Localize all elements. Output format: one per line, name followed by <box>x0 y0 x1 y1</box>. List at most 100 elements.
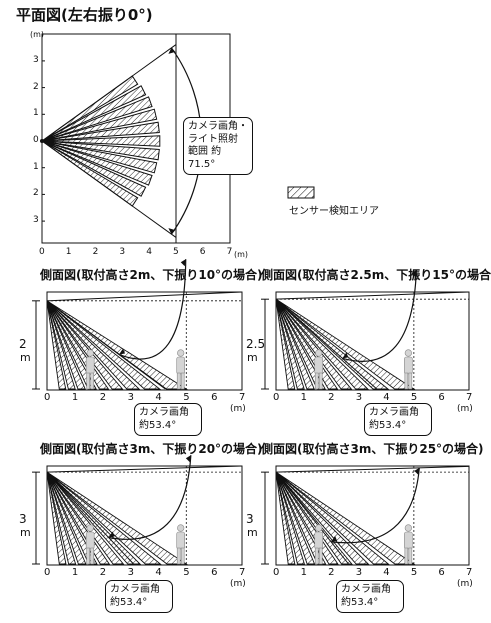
top-view-x-tick: 0 <box>39 247 45 257</box>
arc-arrow-icon <box>168 228 176 235</box>
side-view-x-tick: 4 <box>155 392 162 403</box>
person-figure-icon <box>404 524 413 565</box>
side-view-x-tick: 0 <box>44 392 51 403</box>
side-view-x-tick: 7 <box>239 567 246 578</box>
side-view-x-tick: 0 <box>273 392 280 403</box>
sensor-zone-wedge <box>41 140 153 186</box>
sensor-zone-wedge <box>46 300 161 390</box>
top-view-x-tick: 3 <box>119 247 126 257</box>
sensor-zone-wedge <box>41 121 160 142</box>
top-view-x-tick: 7 <box>226 247 233 257</box>
top-callout-line-3: 範囲 約71.5° <box>188 146 222 170</box>
sensor-zone-wedge <box>275 471 339 565</box>
height-value: 3 <box>19 512 27 526</box>
side-callout-line: カメラ画角 <box>341 584 391 595</box>
sensor-zone-wedge <box>46 471 77 565</box>
side-view-x-tick: 2 <box>328 567 335 578</box>
person-figure-icon <box>314 349 324 390</box>
side-view-x-tick: 2 <box>99 392 107 403</box>
side-callout-line: 約53.4° <box>139 419 177 431</box>
sensor-zone-wedge <box>46 300 86 390</box>
camera-lower-boundary <box>46 300 166 390</box>
height-value: 2 <box>19 337 27 351</box>
top-view-x-tick: 5 <box>173 247 179 257</box>
side-view-title: 側面図(取付高さ3m、下振り25°の場合) <box>261 442 484 456</box>
arc-arrow-icon <box>342 352 349 359</box>
side-callout-line: 約53.4° <box>341 596 379 608</box>
side-view-x-tick: 5 <box>183 567 190 578</box>
sensor-zone-wedge <box>41 108 158 142</box>
top-view-y-tick: 2 <box>33 188 39 199</box>
side-view-x-unit: (m) <box>457 404 473 414</box>
height-value: 2.5 <box>246 337 266 351</box>
person-figure-icon <box>85 524 95 565</box>
side-view-frame <box>275 291 470 391</box>
sensor-zone-wedge <box>275 471 370 565</box>
sensor-zone-wedge <box>275 298 390 390</box>
sensor-zone-wedge <box>275 298 369 390</box>
side-view-angle-callout: カメラ画角約53.4° <box>105 580 173 613</box>
sensor-zone-wedge <box>41 135 161 147</box>
height-unit: m <box>20 526 31 539</box>
side-view-x-tick: 2 <box>328 392 335 403</box>
side-view-x-unit: (m) <box>230 404 246 414</box>
side-view-x-tick: 3 <box>127 392 134 403</box>
height-unit: m <box>247 351 258 364</box>
side-view-x-unit: (m) <box>230 579 246 589</box>
top-view-y-unit: (m) <box>30 30 45 39</box>
side-view-x-tick: 2 <box>99 567 107 578</box>
top-view-x-tick: 2 <box>92 247 99 257</box>
sensor-zone-wedge <box>275 298 339 390</box>
side-callout-line: カメラ画角 <box>139 407 189 418</box>
side-view-x-tick: 5 <box>410 392 418 403</box>
side-view-x-tick: 6 <box>211 567 218 578</box>
person-figure-icon <box>314 524 324 565</box>
person-figure-icon <box>176 524 186 565</box>
top-view-y-tick: 3 <box>33 215 39 226</box>
sensor-zone-wedge <box>46 471 111 565</box>
side-view-x-tick: 7 <box>466 392 473 403</box>
sensor-zone-wedge <box>46 472 67 565</box>
sensor-zone-wedge <box>41 140 147 197</box>
side-view-angle-callout: カメラ画角約53.4° <box>336 580 404 613</box>
side-angle-arc <box>118 259 187 360</box>
side-view-title: 側面図(取付高さ3m、下振り20°の場合) <box>40 442 263 456</box>
side-callout-line: 約53.4° <box>369 419 407 431</box>
side-view-x-tick: 3 <box>127 567 134 578</box>
arc-arrow-icon <box>414 467 420 475</box>
sensor-zone-wedge <box>41 140 160 161</box>
side-view-x-tick: 5 <box>183 392 190 403</box>
sensor-zone-wedge <box>275 472 296 565</box>
sensor-zone-wedge <box>275 299 315 390</box>
side-view-x-tick: 1 <box>71 567 79 578</box>
sensor-zone-wedge <box>41 85 147 142</box>
arc-arrow-icon <box>108 531 115 538</box>
sensor-zone-wedge <box>41 96 153 142</box>
legend-label: センサー検知エリア <box>289 206 379 217</box>
top-view-y-tick: 2 <box>33 81 39 92</box>
side-angle-arc <box>331 467 420 544</box>
side-view-angle-callout: カメラ画角約53.4° <box>364 403 432 436</box>
sensor-zone-wedge <box>275 298 416 390</box>
camera-upper-boundary <box>46 465 243 473</box>
sensor-zone-wedge <box>46 300 141 390</box>
side-view-x-tick: 4 <box>383 567 390 578</box>
top-view-y-tick: 1 <box>33 161 39 172</box>
height-unit: m <box>20 351 31 364</box>
person-figure-icon <box>404 349 413 390</box>
side-callout-line: カメラ画角 <box>369 407 419 418</box>
sensor-zone-wedge <box>46 471 162 565</box>
sensor-zone-wedge <box>275 299 296 390</box>
height-value: 3 <box>246 512 254 526</box>
person-figure-icon <box>85 349 95 390</box>
side-angle-arc <box>342 270 417 362</box>
camera-lower-boundary <box>275 471 349 565</box>
arc-arrow-icon <box>180 259 186 267</box>
side-view-title: 側面図(取付高さ2m、下振り10°の場合) <box>40 268 263 282</box>
side-view-x-tick: 4 <box>155 567 162 578</box>
sensor-zone-wedge <box>46 300 67 390</box>
sensor-zone-wedge <box>275 471 416 565</box>
arc-arrow-icon <box>185 455 191 463</box>
top-view-x-tick: 6 <box>199 247 206 257</box>
